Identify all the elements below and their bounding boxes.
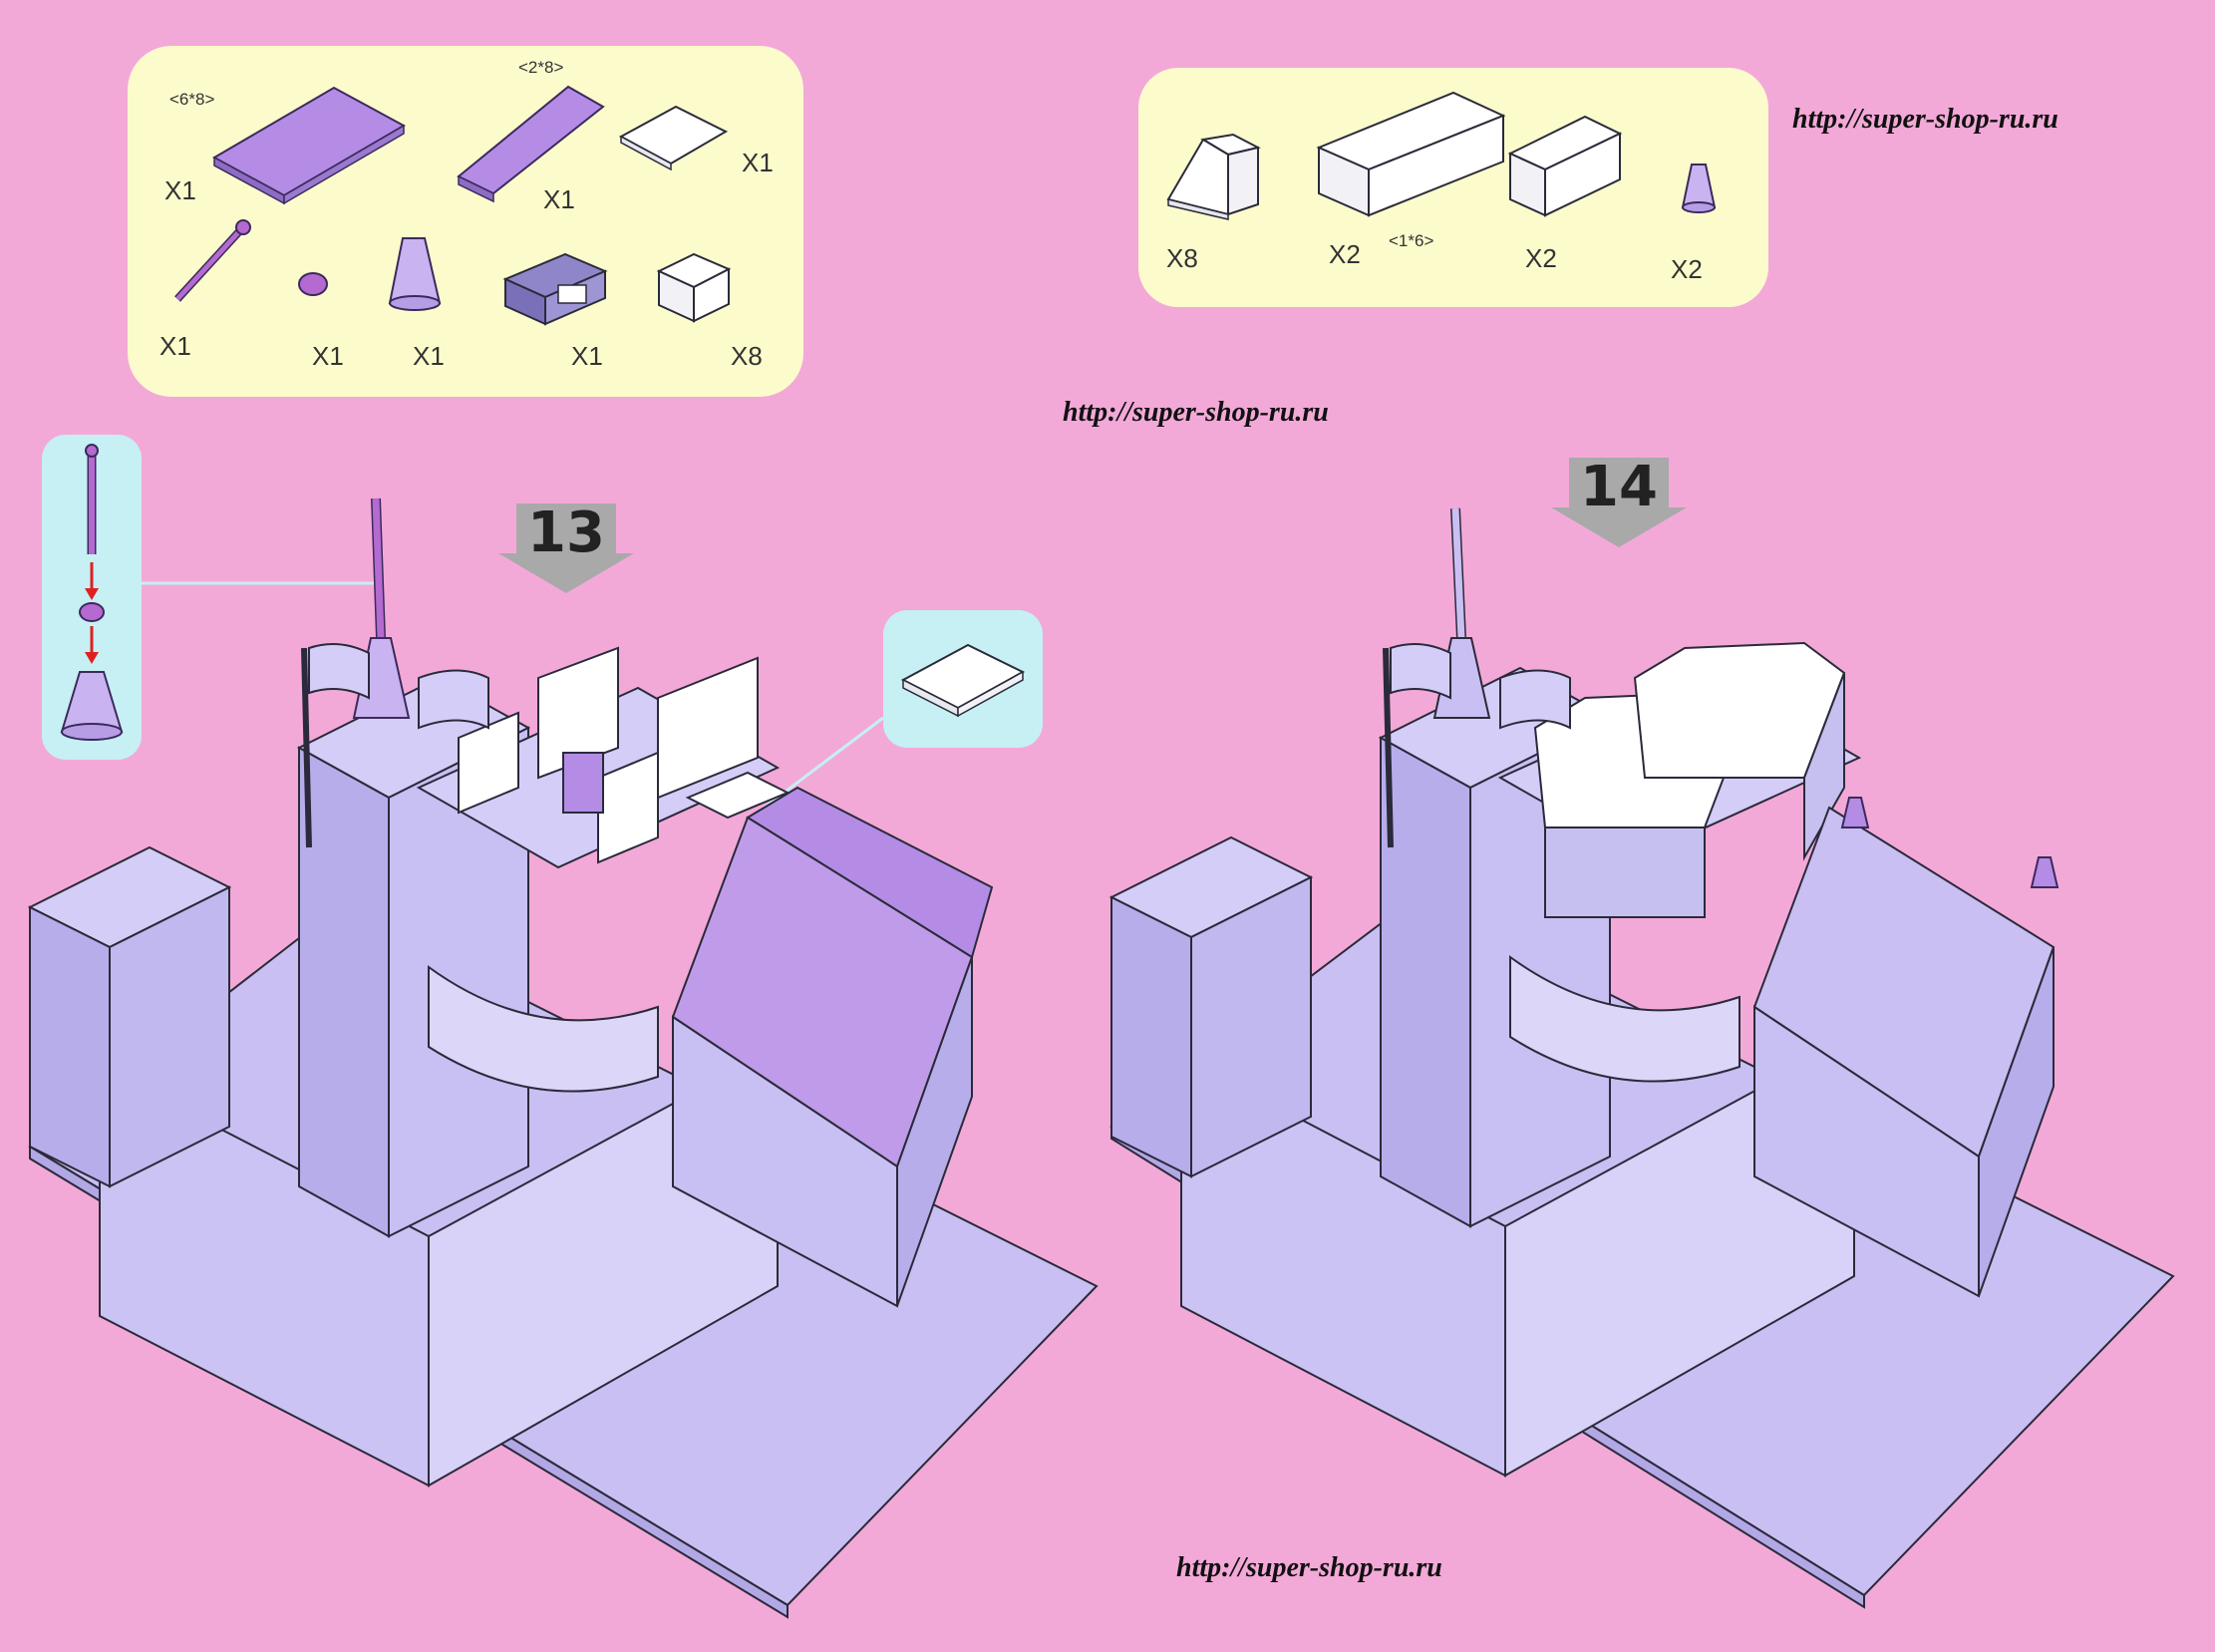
white-plate-callout-diagram [900,643,1026,718]
step-14-arrow [1551,458,1687,547]
plate-2x8-qty: X1 [543,184,575,214]
round-plate-qty: X1 [312,341,344,371]
antenna-part [174,219,251,302]
plate-2x8-part [457,85,605,203]
watermark-url-top: http://super-shop-ru.ru [1792,104,2058,135]
step-13-arrow [498,503,634,593]
plate-6x8-part [211,86,407,205]
white-plate-4x4-qty: X1 [742,148,774,177]
slope-qty: X8 [1166,243,1198,273]
watermark-url-middle: http://super-shop-ru.ru [1063,397,1329,428]
plate-2x8-dim: <2*8> [518,58,564,77]
cone-qty: X1 [413,341,445,371]
round-plate-part [298,272,328,296]
antenna-assembly-diagram [60,444,124,741]
plate-6x8-dim: <6*8> [169,90,215,109]
brick-1x4-qty: X2 [1525,243,1557,273]
cone-part [388,237,442,311]
white-plate-4x4-part [618,105,729,171]
castle-model-step-13 [27,497,1099,1619]
slope-part [1166,133,1261,220]
cone-small-part [1681,164,1717,213]
white-brick-2x2-part [656,252,732,323]
step-13-number: 13 [527,500,605,565]
castle-model-step-14 [1108,507,2175,1609]
watermark-url-bottom: http://super-shop-ru.ru [1176,1552,1442,1583]
antenna-qty: X1 [159,331,191,361]
window-brick-qty: X1 [571,341,603,371]
step-14-number: 14 [1580,455,1658,519]
brick-1x6-dim: <1*6> [1389,231,1434,250]
white-brick-2x2-qty: X8 [731,341,763,371]
window-brick-part [502,252,608,326]
plate-6x8-qty: X1 [164,175,196,205]
brick-1x6-part [1316,91,1506,217]
brick-1x6-qty: X2 [1329,239,1361,269]
brick-1x4-part [1507,115,1623,217]
cone-small-qty: X2 [1671,254,1703,284]
